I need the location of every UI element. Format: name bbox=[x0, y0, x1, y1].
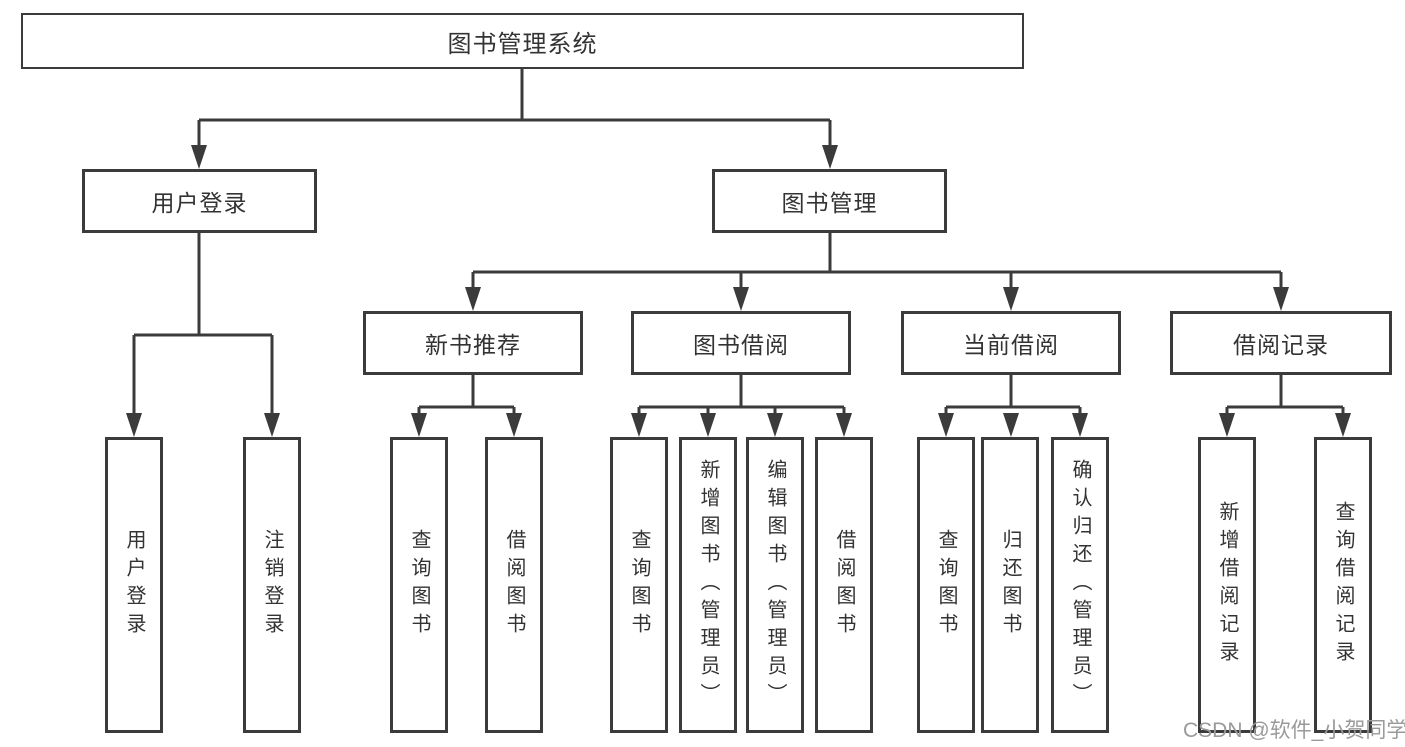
leaf-return-book-label: 归还图书 bbox=[999, 529, 1021, 641]
node-book-borrow-label: 图书借阅 bbox=[693, 332, 789, 358]
leaf-return-book: 归还图书 bbox=[981, 437, 1039, 733]
node-current-borrow: 当前借阅 bbox=[901, 311, 1121, 375]
leaf-query-books-borrow: 查询图书 bbox=[610, 437, 668, 733]
arrowhead bbox=[1335, 413, 1351, 437]
leaf-edit-book-admin-label: 编辑图书（管理员） bbox=[764, 459, 786, 711]
leaf-query-books-current: 查询图书 bbox=[917, 437, 975, 733]
node-new-book-recommend-label: 新书推荐 bbox=[425, 332, 521, 358]
node-book-borrow: 图书借阅 bbox=[631, 311, 851, 375]
node-root-label: 图书管理系统 bbox=[447, 30, 598, 58]
leaf-confirm-return-admin-label: 确认归还（管理员） bbox=[1069, 459, 1091, 711]
leaf-edit-book-admin: 编辑图书（管理员） bbox=[746, 437, 804, 733]
leaf-borrow-books-recommend-label: 借阅图书 bbox=[503, 529, 525, 641]
arrowhead bbox=[411, 413, 427, 437]
arrowhead bbox=[938, 413, 954, 437]
leaf-user-login: 用户登录 bbox=[105, 437, 163, 733]
arrowhead bbox=[264, 413, 280, 437]
leaf-query-books-borrow-label: 查询图书 bbox=[628, 529, 650, 641]
leaf-query-borrow-record: 查询借阅记录 bbox=[1314, 437, 1372, 733]
node-book-management: 图书管理 bbox=[712, 169, 947, 233]
arrowhead bbox=[836, 413, 852, 437]
connector-new-book-to-leaves bbox=[417, 375, 516, 423]
node-user-login: 用户登录 bbox=[82, 169, 317, 233]
arrowhead bbox=[733, 287, 749, 311]
arrowhead bbox=[1273, 287, 1289, 311]
connector-book-management-to-level3 bbox=[471, 233, 1283, 297]
arrowhead bbox=[767, 413, 783, 437]
csdn-watermark: CSDN @软件_小贺同学 bbox=[1183, 719, 1405, 742]
arrowhead bbox=[631, 413, 647, 437]
arrowhead bbox=[1072, 413, 1088, 437]
arrowhead bbox=[126, 413, 142, 437]
leaf-confirm-return-admin: 确认归还（管理员） bbox=[1051, 437, 1109, 733]
leaf-user-login-label: 用户登录 bbox=[123, 529, 145, 641]
arrowhead bbox=[191, 145, 207, 169]
leaf-query-borrow-record-label: 查询借阅记录 bbox=[1332, 501, 1354, 669]
leaf-add-book-admin-label: 新增图书（管理员） bbox=[697, 459, 719, 711]
connector-borrow-records-to-leaves bbox=[1225, 375, 1345, 423]
arrowhead bbox=[1003, 287, 1019, 311]
connector-book-borrow-to-leaves bbox=[637, 375, 846, 423]
leaf-borrow-books: 借阅图书 bbox=[815, 437, 873, 733]
node-book-management-label: 图书管理 bbox=[781, 190, 878, 216]
node-borrow-records-label: 借阅记录 bbox=[1233, 332, 1329, 358]
arrowhead bbox=[506, 413, 522, 437]
leaf-query-books-current-label: 查询图书 bbox=[935, 529, 957, 641]
leaf-add-borrow-record: 新增借阅记录 bbox=[1198, 437, 1256, 733]
leaf-query-books-recommend-label: 查询图书 bbox=[408, 529, 430, 641]
leaf-query-books-recommend: 查询图书 bbox=[390, 437, 448, 733]
arrowhead bbox=[1003, 413, 1019, 437]
arrowhead bbox=[465, 287, 481, 311]
node-root-system: 图书管理系统 bbox=[21, 13, 1024, 69]
node-new-book-recommend: 新书推荐 bbox=[363, 311, 583, 375]
leaf-borrow-books-label: 借阅图书 bbox=[833, 529, 855, 641]
node-current-borrow-label: 当前借阅 bbox=[963, 332, 1059, 358]
node-borrow-records: 借阅记录 bbox=[1170, 311, 1392, 375]
leaf-add-book-admin: 新增图书（管理员） bbox=[679, 437, 737, 733]
arrowhead bbox=[700, 413, 716, 437]
arrowhead bbox=[822, 145, 838, 169]
leaf-add-borrow-record-label: 新增借阅记录 bbox=[1216, 501, 1238, 669]
leaf-logout-label: 注销登录 bbox=[261, 529, 283, 641]
leaf-logout: 注销登录 bbox=[243, 437, 301, 733]
connector-user-login-to-leaves bbox=[132, 233, 274, 423]
arrowhead bbox=[1219, 413, 1235, 437]
node-user-login-label: 用户登录 bbox=[151, 190, 248, 216]
leaf-borrow-books-recommend: 借阅图书 bbox=[485, 437, 543, 733]
connector-root-to-level2 bbox=[197, 69, 832, 155]
